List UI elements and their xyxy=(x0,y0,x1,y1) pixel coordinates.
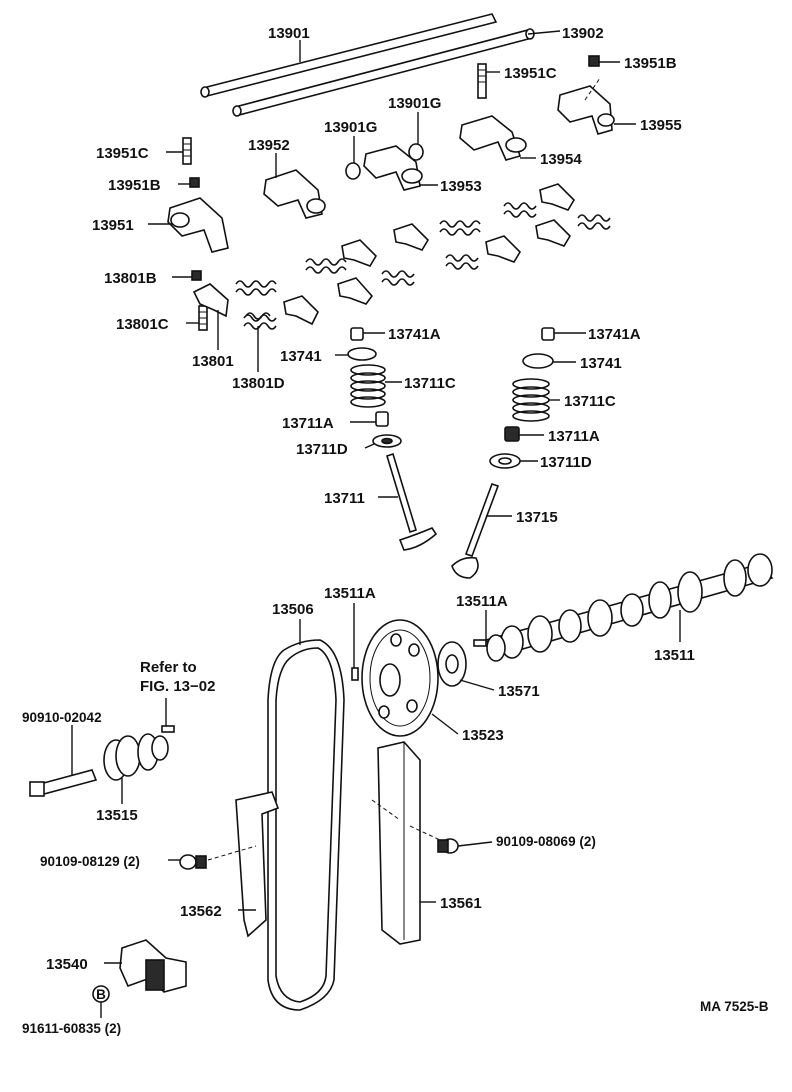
cam-sprocket-13523 xyxy=(361,619,439,737)
label-refer-fig: FIG. 13−02 xyxy=(140,678,215,695)
pin-13511A-left xyxy=(351,667,359,681)
label-13901G-b: 13901G xyxy=(324,119,377,136)
label-13801B: 13801B xyxy=(104,270,157,287)
label-13951B-left: 13951B xyxy=(108,177,161,194)
spring-coil xyxy=(445,254,479,270)
rocker-support-13951 xyxy=(167,197,229,253)
bolt-13801C xyxy=(198,305,208,331)
pin-reference xyxy=(161,725,175,733)
svg-text:B: B xyxy=(96,987,106,1002)
plate-13571 xyxy=(437,641,467,687)
rocker-support-13952 xyxy=(263,169,326,219)
label-90910-02042: 90910-02042 xyxy=(22,710,102,725)
label-13561: 13561 xyxy=(440,895,482,912)
label-90109-08069: 90109-08069 (2) xyxy=(496,834,596,849)
valve-spring-13711C-left xyxy=(350,364,386,408)
bolt-90910-02042 xyxy=(29,769,98,797)
rocker-support-13955 xyxy=(557,77,615,135)
tensioner-13515 xyxy=(103,733,169,781)
washer-13901G-b xyxy=(345,162,361,180)
tensioner-13540 xyxy=(119,939,187,993)
bolt-13801B xyxy=(191,270,202,281)
label-13951C-top: 13951C xyxy=(504,65,557,82)
label-91611-60835: 91611-60835 (2) xyxy=(22,1021,121,1036)
valve-assembly-left xyxy=(347,327,438,551)
spring-13801D xyxy=(245,312,271,320)
bolt-13951B-top xyxy=(588,55,600,67)
spring-coil xyxy=(243,314,277,330)
leader-lines xyxy=(71,30,681,1018)
spring-coil xyxy=(235,280,277,296)
valve-spring-13711C-right xyxy=(512,378,550,422)
label-13741-left: 13741 xyxy=(280,348,322,365)
spring-coil xyxy=(577,214,611,230)
chain-damper-13561 xyxy=(377,741,421,945)
label-13951: 13951 xyxy=(92,217,134,234)
label-13711C-right: 13711C xyxy=(564,393,616,410)
valve-assembly-right xyxy=(451,327,555,579)
valve-13711 xyxy=(386,452,438,551)
figure-id: MA 7525-B xyxy=(700,999,769,1014)
rocker-support-13953 xyxy=(363,145,423,191)
circle-b-marker: B xyxy=(92,985,110,1003)
tensioner-slipper-13562 xyxy=(235,791,280,938)
label-13952: 13952 xyxy=(248,137,290,154)
label-13562: 13562 xyxy=(180,903,222,920)
label-13511: 13511 xyxy=(654,647,695,664)
label-13523: 13523 xyxy=(462,727,504,744)
label-13954: 13954 xyxy=(540,151,582,168)
label-13511A-right: 13511A xyxy=(456,593,508,610)
label-13711D-left: 13711D xyxy=(296,441,348,458)
label-13801D: 13801D xyxy=(232,375,285,392)
label-13711A-left: 13711A xyxy=(282,415,334,432)
bolt-13951C-left xyxy=(182,137,192,165)
label-13540: 13540 xyxy=(46,956,88,973)
bolt-90109-08069 xyxy=(437,838,459,854)
spring-coil xyxy=(305,258,347,274)
label-13801: 13801 xyxy=(192,353,234,370)
timing-chain-13506 xyxy=(267,639,345,1011)
label-13951C-left: 13951C xyxy=(96,145,149,162)
label-90109-08129: 90109-08129 (2) xyxy=(40,854,140,869)
label-13951B-top: 13951B xyxy=(624,55,677,72)
label-13711D-right: 13711D xyxy=(540,454,592,471)
rocker-shaft-13901 xyxy=(200,13,498,98)
bolt-90109-08129 xyxy=(179,854,207,870)
label-refer-to: Refer to xyxy=(140,659,197,676)
spring-coil xyxy=(439,220,481,236)
label-13901G-a: 13901G xyxy=(388,95,441,112)
label-13953: 13953 xyxy=(440,178,482,195)
label-13711A-right: 13711A xyxy=(548,428,600,445)
spring-coil xyxy=(503,202,537,218)
label-13711C-left: 13711C xyxy=(404,375,456,392)
washer-13901G-a xyxy=(408,143,424,161)
label-13506: 13506 xyxy=(272,601,314,618)
camshaft-13511 xyxy=(484,553,774,662)
label-13711: 13711 xyxy=(324,490,365,507)
label-13901: 13901 xyxy=(268,25,310,42)
bolt-13951B-left xyxy=(189,177,200,188)
label-13741-right: 13741 xyxy=(580,355,622,372)
rocker-arm-13801 xyxy=(192,283,229,318)
label-13741A-right: 13741A xyxy=(588,326,641,343)
label-13715: 13715 xyxy=(516,509,558,526)
valve-13715 xyxy=(451,482,500,579)
rocker-arms-and-springs xyxy=(235,183,611,330)
label-13515: 13515 xyxy=(96,807,138,824)
bolt-13951C-top xyxy=(477,63,487,99)
callout-labels: 13901 13902 13951C 13951B 13901G 13901G … xyxy=(22,25,769,1036)
label-13902: 13902 xyxy=(562,25,604,42)
label-13801C: 13801C xyxy=(116,316,169,333)
label-13955: 13955 xyxy=(640,117,682,134)
pin-13511A-right xyxy=(473,639,487,647)
label-13741A-left: 13741A xyxy=(388,326,441,343)
rocker-support-13954 xyxy=(459,115,527,161)
label-13571: 13571 xyxy=(498,683,540,700)
label-13511A-left: 13511A xyxy=(324,585,376,602)
spring-coil xyxy=(381,270,415,286)
